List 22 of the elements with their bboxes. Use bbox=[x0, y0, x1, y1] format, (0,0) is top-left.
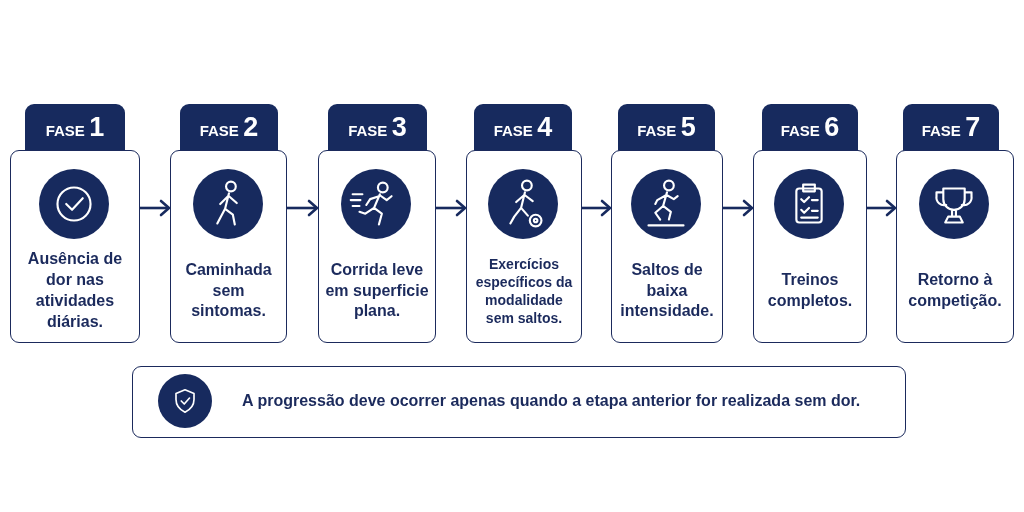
phase-heading: FASE 2 bbox=[180, 104, 278, 151]
arrow bbox=[723, 199, 754, 217]
arrow bbox=[436, 199, 467, 217]
arrow bbox=[287, 199, 319, 217]
arrow bbox=[867, 199, 897, 217]
phase-heading: FASE 7 bbox=[903, 104, 999, 151]
phase-description: Retorno à competição. bbox=[907, 270, 1003, 311]
note-text: A progressão deve ocorrer apenas quando a etapa anterior for realizada sem dor. bbox=[242, 391, 861, 412]
phase-heading: FASE 4 bbox=[474, 104, 572, 151]
phase-heading: FASE 6 bbox=[762, 104, 858, 151]
phase-heading: FASE 1 bbox=[25, 104, 125, 151]
arrow bbox=[140, 199, 171, 217]
phase-description: Saltos de baixa intensidade. bbox=[619, 259, 715, 322]
phase-heading: FASE 3 bbox=[328, 104, 427, 151]
phase-heading: FASE 5 bbox=[618, 104, 715, 151]
note-panel bbox=[132, 366, 906, 438]
phase-description: Treinos completos. bbox=[766, 270, 854, 311]
arrow bbox=[582, 199, 612, 217]
phase-description: Caminhada sem sintomas. bbox=[184, 259, 273, 322]
phase-description: Exercícios específicos da modalidade sem saltos. bbox=[474, 254, 574, 328]
phase-description: Ausência de dor nas atividades diárias. bbox=[26, 249, 124, 332]
phase-description: Corrida leve em superficie plana. bbox=[324, 259, 430, 322]
